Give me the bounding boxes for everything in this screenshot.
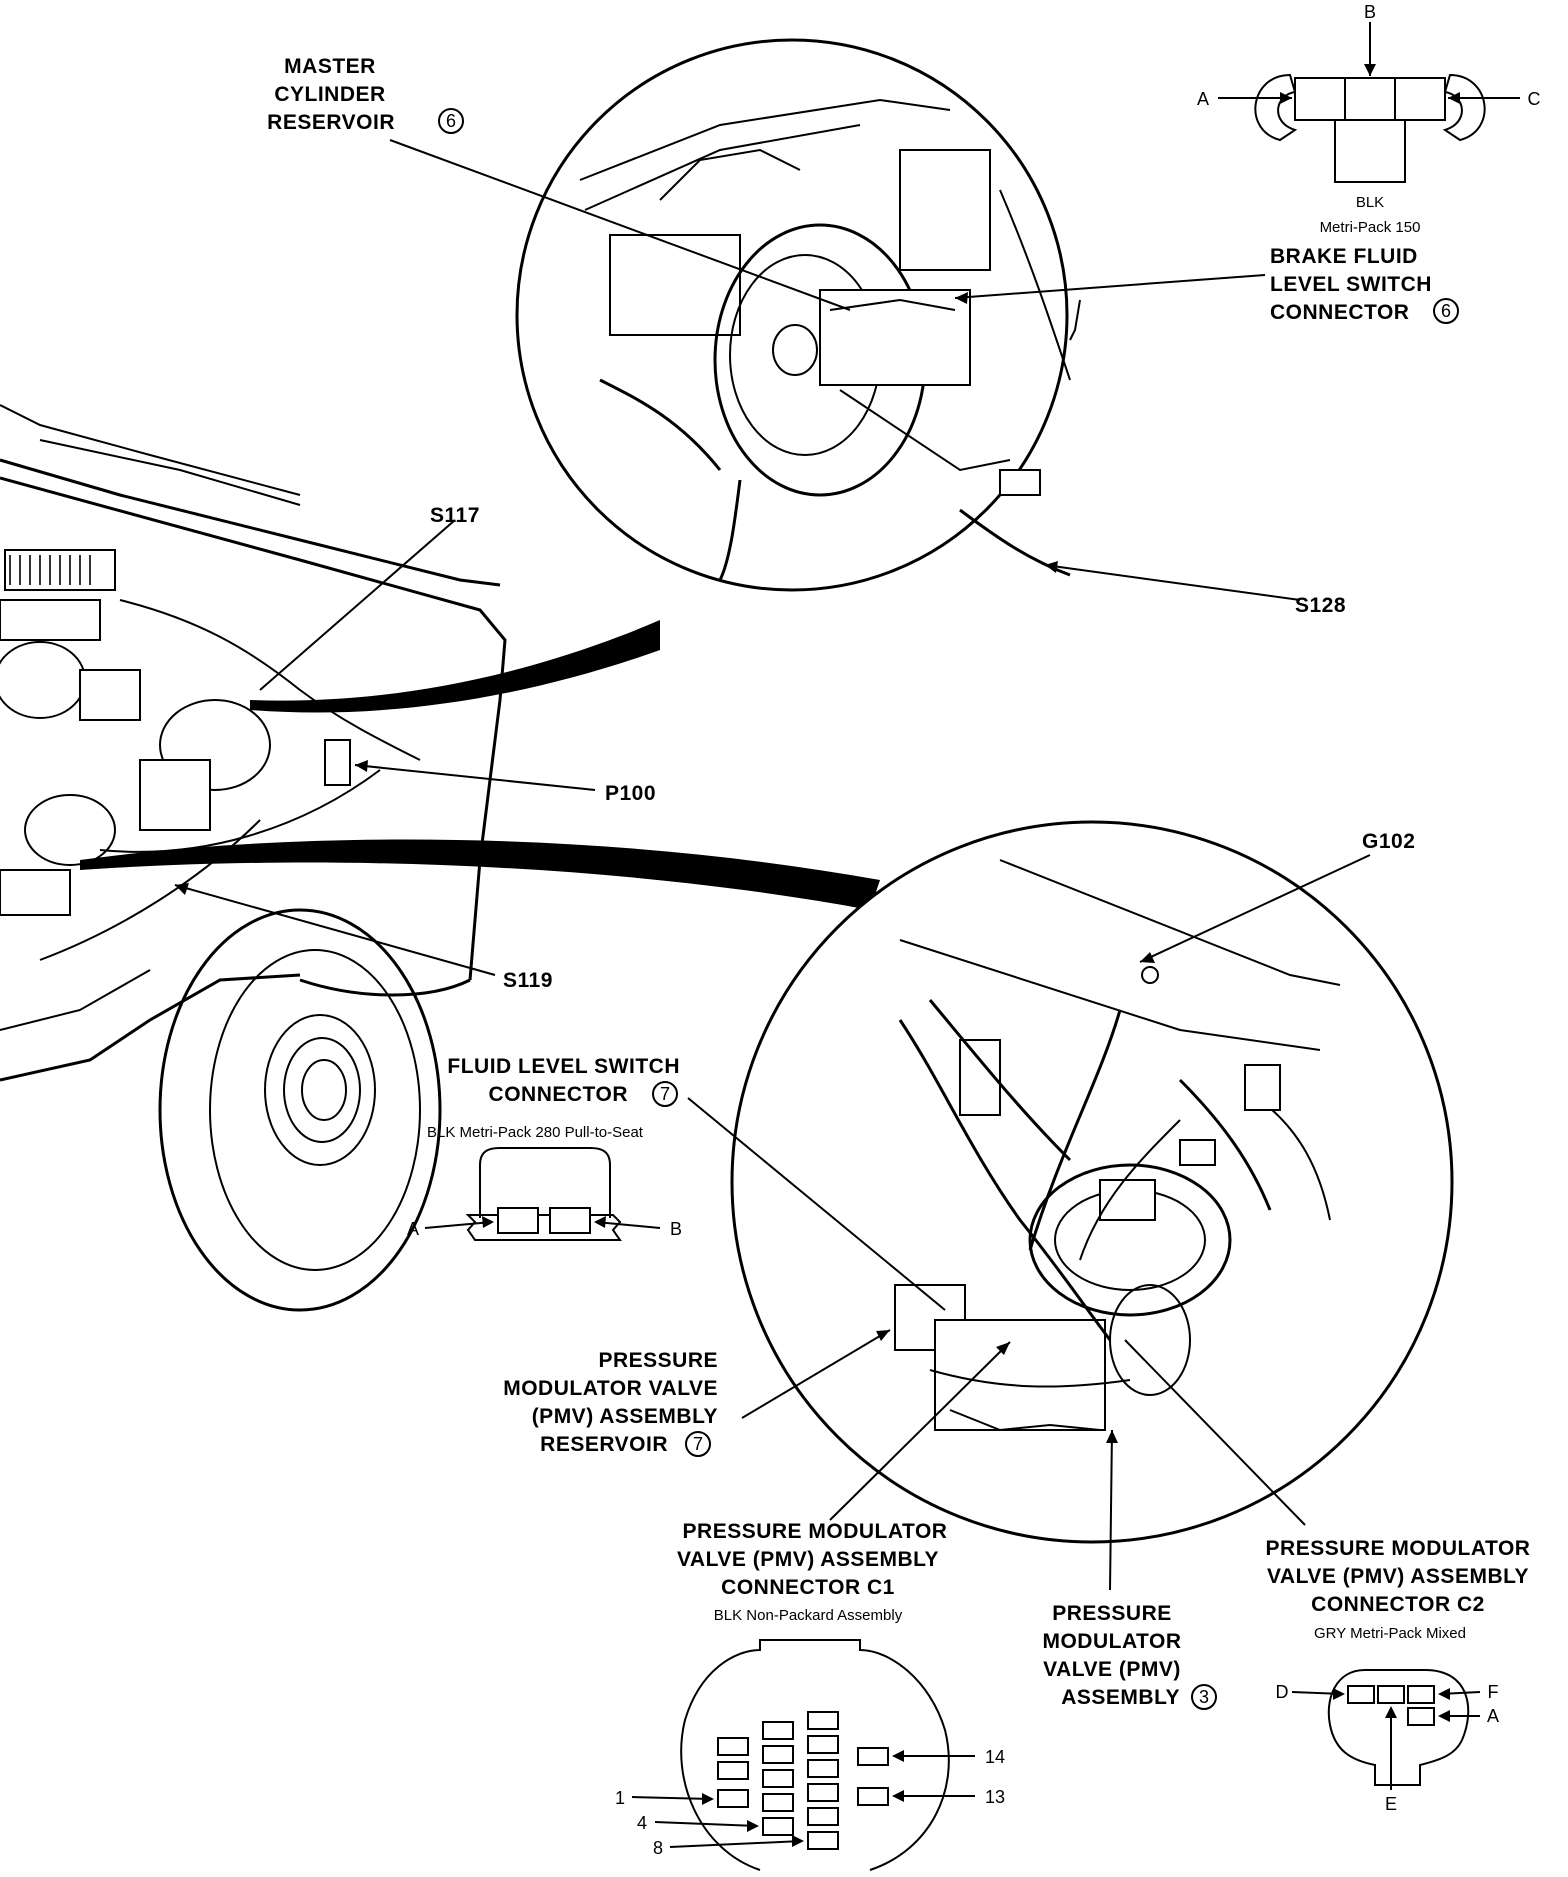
connector-type: Metri-Pack 150 — [1320, 219, 1421, 236]
connector-c2-face: D F A E — [1276, 1669, 1499, 1814]
leader-lines — [174, 139, 1371, 1591]
vehicle-engine-bay — [0, 404, 507, 1312]
label-line: VALVE (PMV) ASSEMBLY — [677, 1548, 939, 1571]
label-g102: G102 — [1362, 830, 1415, 853]
label-line: MODULATOR — [1042, 1630, 1181, 1653]
pin-label: A — [1197, 89, 1209, 109]
label-line: MODULATOR VALVE — [503, 1377, 718, 1400]
pin-label: C — [1528, 89, 1541, 109]
label-brake-fluid-switch: BRAKE FLUID LEVEL SWITCH CONNECTOR 6 — [1270, 245, 1459, 324]
label-line: CONNECTOR — [489, 1083, 628, 1106]
pin-label: 1 — [615, 1788, 625, 1808]
ref-number: 7 — [660, 1084, 670, 1104]
label-line: RESERVOIR — [540, 1433, 668, 1456]
connector-brake-switch-face: A B C BLK Metri-Pack 150 — [1197, 2, 1541, 236]
pin-label: B — [1364, 2, 1376, 22]
ref-number: 7 — [693, 1434, 703, 1454]
label-line: CONNECTOR — [1270, 301, 1409, 324]
ref-circle — [652, 1081, 678, 1107]
detail-circle-pmv — [730, 820, 1454, 1544]
label-line: PRESSURE — [598, 1349, 718, 1372]
label-line: RESERVOIR — [267, 111, 395, 134]
harness-band-upper — [250, 620, 660, 713]
pin-label: 13 — [985, 1787, 1005, 1807]
connector-type: BLK Metri-Pack 280 Pull-to-Seat — [427, 1124, 644, 1141]
pin-label: 4 — [637, 1813, 647, 1833]
label-pmv-reservoir: PRESSURE MODULATOR VALVE (PMV) ASSEMBLY … — [503, 1349, 718, 1457]
ref-circle — [1433, 298, 1459, 324]
ref-circle — [1191, 1684, 1217, 1710]
label-pmv-c2: PRESSURE MODULATOR VALVE (PMV) ASSEMBLY … — [1266, 1537, 1531, 1642]
label-s119: S119 — [503, 969, 553, 992]
connector-type: BLK Non-Packard Assembly — [714, 1607, 903, 1624]
label-pmv-assembly: PRESSURE MODULATOR VALVE (PMV) ASSEMBLY … — [1042, 1602, 1217, 1710]
harness-band-lower — [80, 839, 880, 910]
label-s128: S128 — [1295, 594, 1346, 617]
ref-number: 6 — [1441, 301, 1451, 321]
label-master-cylinder: MASTER CYLINDER RESERVOIR 6 — [267, 55, 464, 134]
label-line: PRESSURE MODULATOR — [1266, 1537, 1531, 1560]
pin-label: E — [1385, 1794, 1397, 1814]
pin-label: A — [1487, 1706, 1499, 1726]
pin-label: 8 — [653, 1838, 663, 1858]
label-line: VALVE (PMV) — [1043, 1658, 1181, 1681]
pin-label: F — [1488, 1682, 1499, 1702]
label-line: (PMV) ASSEMBLY — [532, 1405, 718, 1428]
label-fluid-level-switch: FLUID LEVEL SWITCH CONNECTOR 7 — [447, 1055, 680, 1107]
ref-circle — [685, 1431, 711, 1457]
connector-c1-face: 1 4 8 13 14 — [615, 1639, 1005, 1871]
detail-circle-master-cylinder — [515, 38, 1081, 592]
connector-type: GRY Metri-Pack Mixed — [1314, 1625, 1466, 1642]
label-line: PRESSURE MODULATOR — [683, 1520, 948, 1543]
pin-label: D — [1276, 1682, 1289, 1702]
label-line: ASSEMBLY — [1061, 1686, 1180, 1709]
label-line: CYLINDER — [274, 83, 385, 106]
label-p100: P100 — [605, 782, 656, 805]
label-line: LEVEL SWITCH — [1270, 273, 1432, 296]
label-line: PRESSURE — [1052, 1602, 1172, 1625]
connector-fluid-switch-face: BLK Metri-Pack 280 Pull-to-Seat A B — [407, 1124, 682, 1241]
label-line: CONNECTOR C1 — [721, 1576, 895, 1599]
ref-circle — [438, 108, 464, 134]
pin-label: A — [407, 1219, 419, 1239]
label-line: FLUID LEVEL SWITCH — [447, 1055, 680, 1078]
label-line: VALVE (PMV) ASSEMBLY — [1267, 1565, 1529, 1588]
ref-number: 3 — [1199, 1687, 1209, 1707]
label-s117: S117 — [430, 504, 480, 527]
pin-label: B — [670, 1219, 682, 1239]
label-line: MASTER — [284, 55, 376, 78]
label-line: CONNECTOR C2 — [1311, 1593, 1485, 1616]
pin-label: 14 — [985, 1747, 1005, 1767]
ref-number: 6 — [446, 111, 456, 131]
label-pmv-c1: PRESSURE MODULATOR VALVE (PMV) ASSEMBLY … — [677, 1520, 947, 1624]
label-line: BRAKE FLUID — [1270, 245, 1418, 268]
connector-color: BLK — [1356, 194, 1384, 211]
